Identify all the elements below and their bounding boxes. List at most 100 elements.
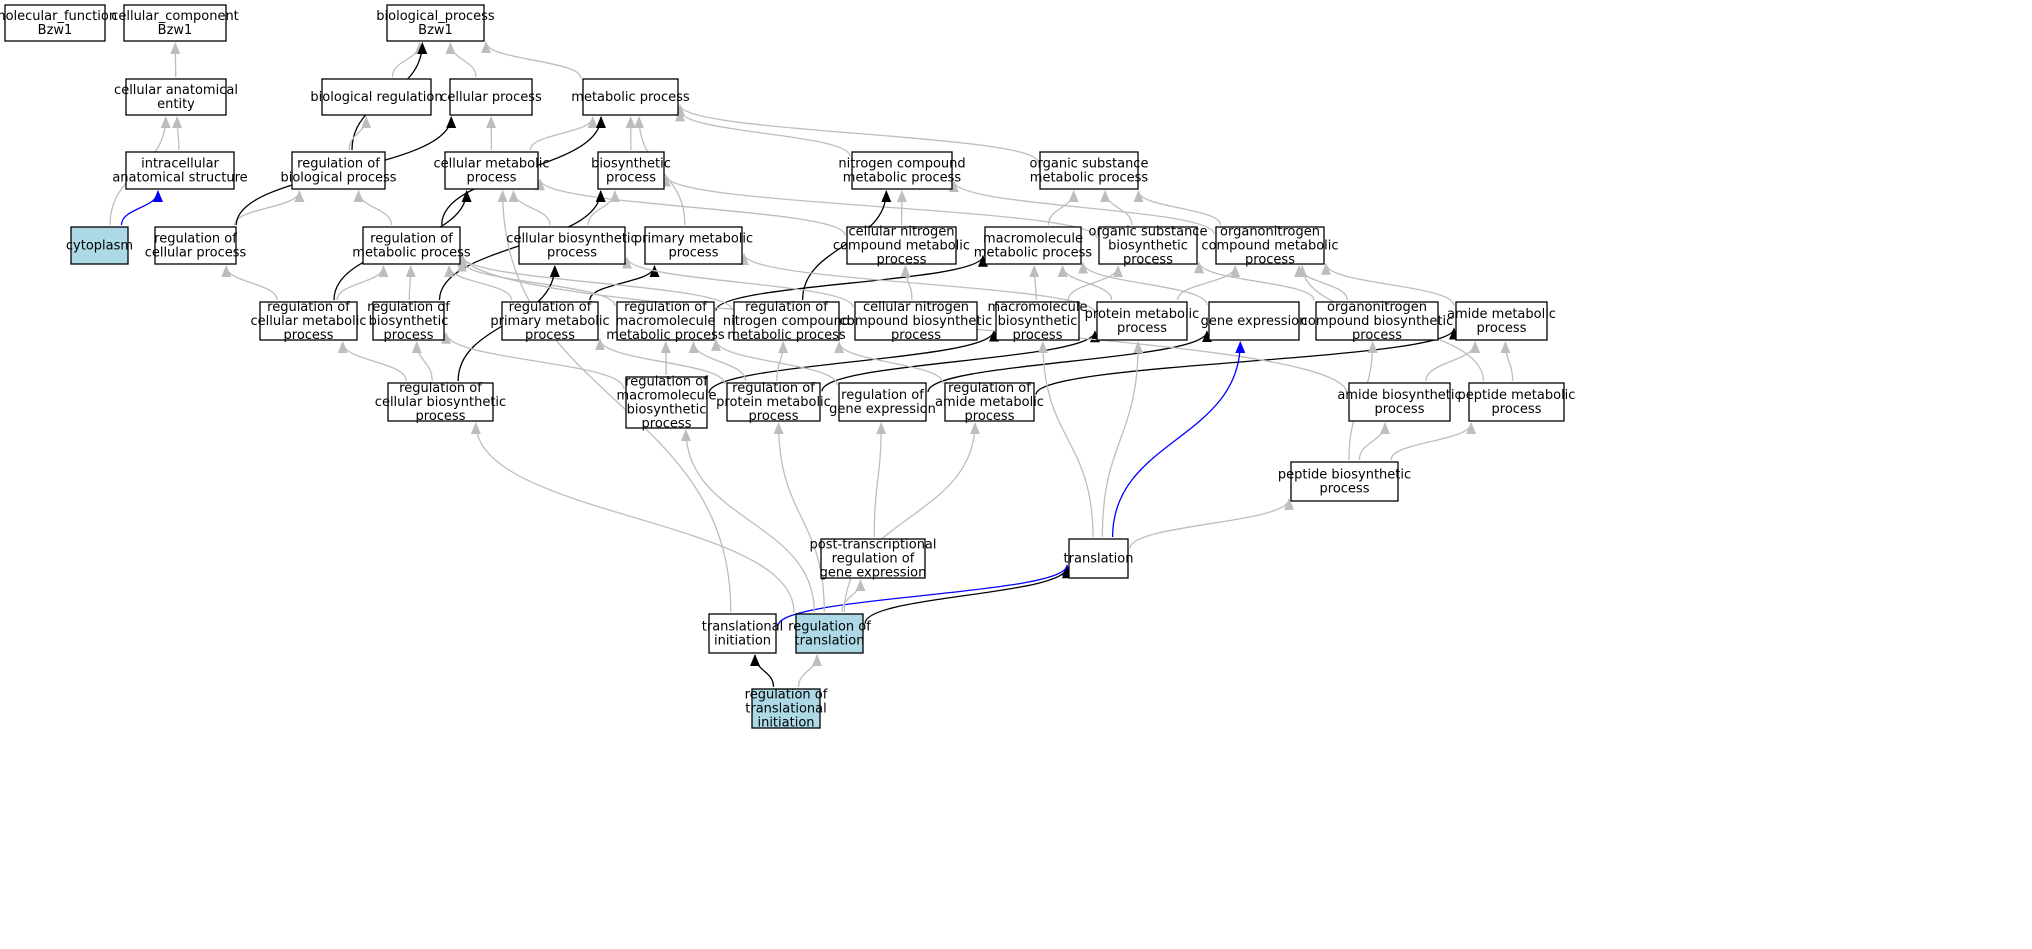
edge-line (441, 331, 625, 390)
node-label-line: metabolic process (843, 171, 962, 186)
edge-line (711, 338, 838, 386)
node-box (125, 78, 227, 116)
go-term-node-trans[interactable]: translation (1064, 538, 1134, 579)
edge-line (1129, 497, 1294, 549)
node-label-line: compound biosynthetic (840, 314, 993, 329)
node-box (321, 78, 432, 116)
node-label-line: process (1477, 321, 1527, 336)
edge-is-a-amp-to-oncmp (1321, 262, 1455, 306)
edge-line (843, 422, 980, 613)
node-label-line: metabolic process (352, 246, 471, 261)
node-label-line: metabolic process (974, 246, 1093, 261)
edge-line (337, 341, 407, 382)
edge-line (1321, 262, 1455, 306)
node-label-line: biosynthetic (1108, 239, 1188, 254)
node-box (362, 226, 461, 265)
edge-is-a-trans-to-protmp (1101, 341, 1144, 538)
edges-layer (109, 41, 1514, 688)
node-label-line: Bzw1 (38, 23, 73, 38)
node-box (154, 226, 237, 265)
node-box (70, 226, 129, 265)
go-term-node-ge[interactable]: gene expression (1201, 301, 1308, 341)
edge-line (481, 41, 582, 79)
node-label-line: compound biosynthetic (1301, 314, 1454, 329)
edge-line (949, 180, 1215, 235)
go-term-node-cp[interactable]: cellular process (440, 78, 542, 116)
node-label-line: translational (745, 702, 826, 717)
node-label-line: regulation of (732, 381, 815, 396)
node-label-line: gene expression (1201, 314, 1308, 329)
edge-is-a-cbp-to-cmp (508, 190, 551, 226)
node-box (708, 613, 777, 654)
edge-is-a-cncbp-to-cbp (622, 256, 854, 308)
node-label-line: process (877, 253, 927, 268)
edge-line (470, 422, 795, 613)
edge-line (595, 338, 726, 385)
node-label-line: cellular nitrogen (848, 225, 954, 240)
go-term-node-breg[interactable]: biological regulation (310, 78, 443, 116)
node-label-line: regulation of (297, 157, 380, 172)
node-box (1098, 226, 1198, 265)
node-label-line: amide metabolic (935, 395, 1044, 410)
edge-is-a-rprotmp-to-rncmp (776, 341, 789, 382)
edge-is-a-rcmp-to-rcp (221, 265, 278, 301)
edge-line (1358, 422, 1390, 461)
node-label-line: regulation of (788, 620, 871, 635)
go-term-node-cyto[interactable]: cytoplasm (66, 226, 133, 265)
go-term-node-rmacbp[interactable]: regulation ofmacromoleculebiosyntheticpr… (616, 375, 716, 432)
node-label-line: cellular metabolic (434, 157, 550, 172)
edge-is-a-breg-to-bp (391, 42, 425, 78)
edge-line (841, 579, 866, 613)
node-label-line: protein metabolic (716, 395, 831, 410)
node-label-line: regulation of (154, 232, 237, 247)
edge-is-a-oncmp-to-ncmp (949, 180, 1215, 235)
go-term-node-mp[interactable]: metabolic process (571, 78, 690, 116)
node-label-line: organonitrogen (1327, 300, 1427, 315)
node-label-line: regulation of (841, 388, 924, 403)
node-label-line: process (749, 409, 799, 424)
node-box (444, 151, 539, 190)
edge-is-a-rbp-to-breg (348, 116, 372, 151)
node-label-line: nitrogen compound (838, 157, 965, 172)
node-label-line: cellular_component (111, 9, 239, 24)
